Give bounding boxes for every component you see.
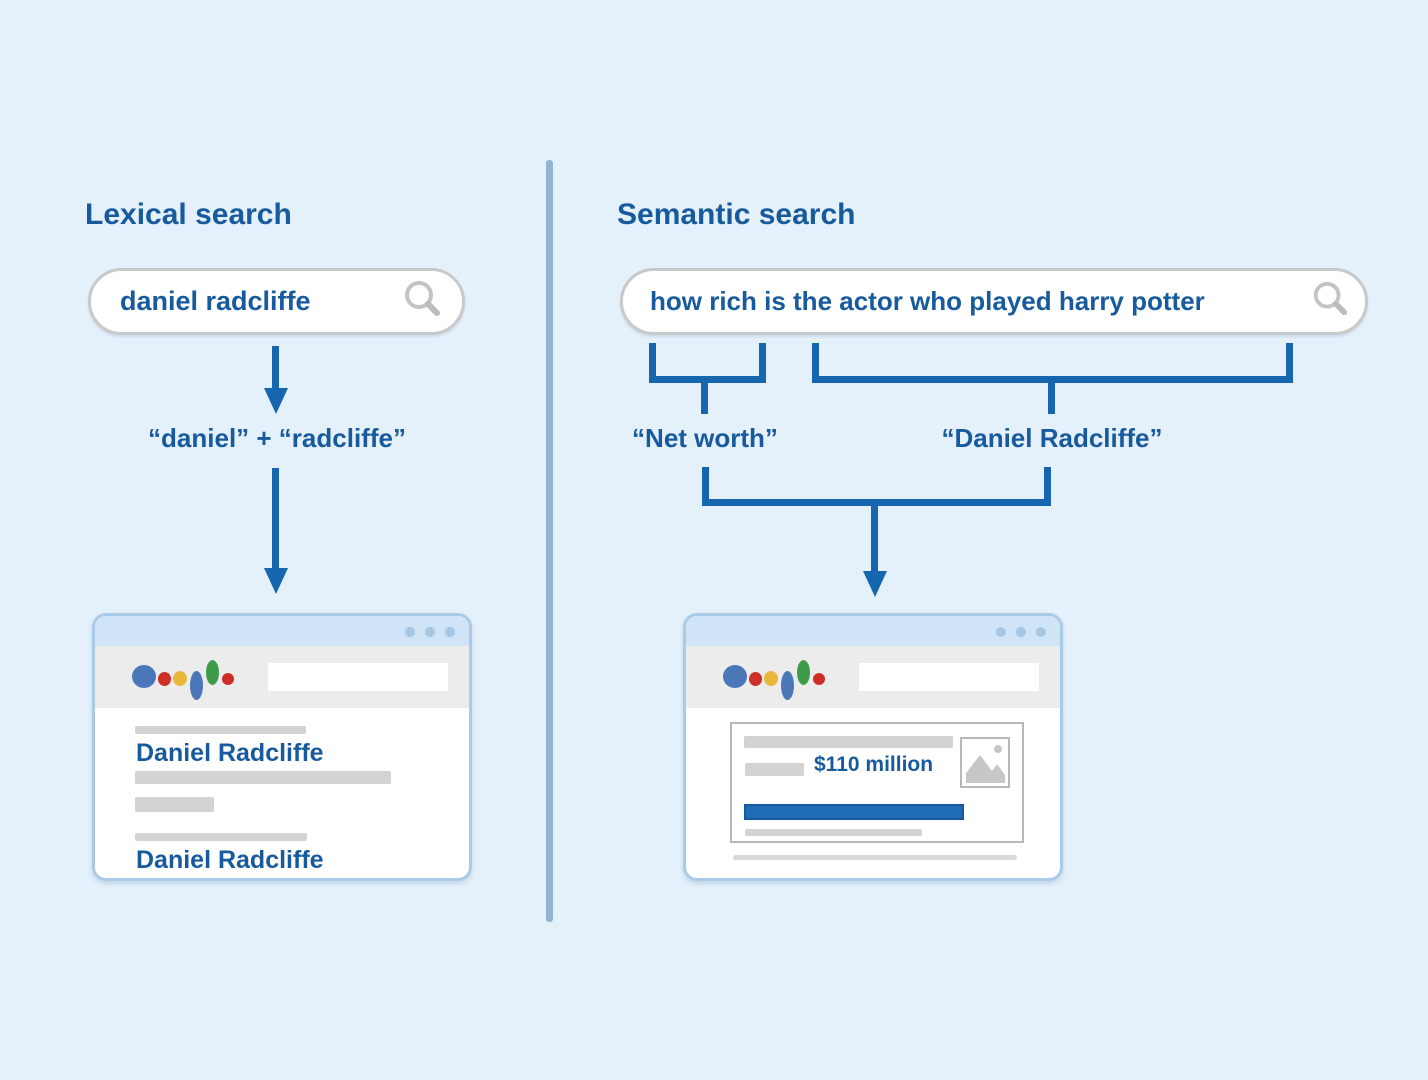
- search-icon: [402, 279, 442, 324]
- placeholder-bar: [135, 726, 306, 734]
- image-placeholder-icon: [960, 737, 1010, 788]
- bracket-right-stub: [1286, 343, 1293, 383]
- window-dot: [996, 627, 1006, 637]
- window-dot: [1036, 627, 1046, 637]
- logo-shape: [781, 671, 794, 700]
- logo-shape: [723, 665, 747, 688]
- semantic-panel-title: Semantic search: [617, 198, 856, 231]
- semantic-query-text: how rich is the actor who played harry p…: [650, 286, 1205, 316]
- merge-bracket-left-stub: [702, 467, 709, 506]
- placeholder-bar: [745, 829, 922, 836]
- lexical-arrow-1-stem: [272, 346, 279, 390]
- lexical-arrow-2-head: [264, 568, 288, 594]
- logo-shape: [797, 660, 810, 685]
- window-dot: [445, 627, 455, 637]
- bracket-right-stub: [812, 343, 819, 383]
- window-dot: [1016, 627, 1026, 637]
- answer-value: $110 million: [814, 753, 934, 776]
- window-control-dots-icon: [996, 627, 1046, 637]
- semantic-search-pill: how rich is the actor who played harry p…: [620, 268, 1368, 335]
- answer-card: $110 million: [730, 722, 1024, 843]
- merge-bracket-right-stub: [1044, 467, 1051, 506]
- concept-net-worth: “Net worth”: [632, 423, 778, 453]
- tokens-label: “daniel” + “radcliffe”: [148, 423, 406, 453]
- search-icon: [1311, 280, 1349, 323]
- bracket-left-stem: [701, 383, 708, 414]
- browser-toolbar: [95, 646, 469, 708]
- logo-shape: [749, 672, 762, 686]
- logo-shape: [206, 660, 219, 685]
- results-content: Daniel Radcliffe Daniel Radcliffe: [95, 708, 469, 878]
- bracket-right-stem: [1048, 383, 1055, 414]
- bracket-left-bar: [649, 376, 766, 383]
- browser-search-box: [268, 663, 448, 691]
- logo-shape: [190, 671, 203, 700]
- placeholder-bar: [744, 736, 953, 748]
- browser-toolbar: [686, 646, 1060, 708]
- semantic-arrow-head: [863, 571, 887, 597]
- logo-shape: [158, 672, 171, 686]
- lexical-browser-window: Daniel Radcliffe Daniel Radcliffe: [92, 613, 472, 881]
- results-content: $110 million: [686, 708, 1060, 878]
- placeholder-bar: [135, 771, 391, 784]
- placeholder-line: [733, 855, 1017, 860]
- bracket-left-stub: [649, 343, 656, 383]
- browser-titlebar: [95, 616, 469, 646]
- panel-divider: [546, 160, 553, 922]
- bracket-right-bar: [812, 376, 1293, 383]
- logo-shape: [132, 665, 156, 688]
- browser-titlebar: [686, 616, 1060, 646]
- bracket-left-stub: [759, 343, 766, 383]
- logo-shape: [764, 671, 778, 686]
- semantic-browser-window: $110 million: [683, 613, 1063, 881]
- logo-shape: [173, 671, 187, 686]
- placeholder-bar: [135, 797, 214, 812]
- concept-daniel-radcliffe: “Daniel Radcliffe”: [941, 423, 1163, 453]
- window-dot: [425, 627, 435, 637]
- result-title: Daniel Radcliffe: [136, 846, 324, 874]
- placeholder-bar: [135, 833, 307, 841]
- answer-highlight-bar: [744, 804, 964, 820]
- lexical-arrow-2-stem: [272, 468, 279, 570]
- window-control-dots-icon: [405, 627, 455, 637]
- lexical-panel-title: Lexical search: [85, 198, 292, 231]
- semantic-arrow-stem: [871, 499, 878, 573]
- placeholder-bar: [745, 763, 804, 776]
- logo-shape: [222, 673, 234, 685]
- lexical-search-pill: daniel radcliffe: [88, 268, 465, 335]
- logo-shape: [813, 673, 825, 685]
- lexical-arrow-1-head: [264, 388, 288, 414]
- result-title: Daniel Radcliffe: [136, 739, 324, 767]
- window-dot: [405, 627, 415, 637]
- browser-search-box: [859, 663, 1039, 691]
- lexical-query-text: daniel radcliffe: [120, 286, 311, 316]
